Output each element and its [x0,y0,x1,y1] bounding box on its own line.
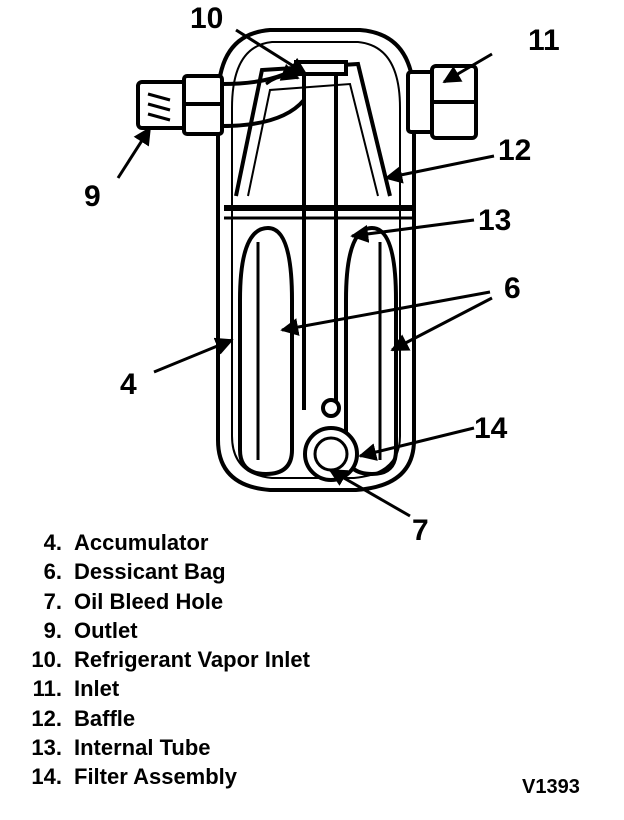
legend-item: 12.Baffle [31,705,136,731]
filter-assembly [303,398,359,482]
outlet-fitting [136,60,306,136]
callout-9: 9 [84,180,101,213]
callout-14: 14 [474,412,508,445]
callout-12: 12 [498,134,531,167]
figure-id: V1393 [522,776,580,798]
callout-7: 7 [412,514,429,547]
callout-10: 10 [190,2,223,35]
legend-item: 11.Inlet [32,676,120,702]
callout-6: 6 [504,272,521,305]
baffle [234,61,392,197]
legend-item: 6.Dessicant Bag [43,559,226,585]
legend-item: 14.Filter Assembly [31,764,238,790]
leader-lines [116,28,495,518]
accumulator-body [216,28,416,492]
legend-item: 7.Oil Bleed Hole [43,588,224,614]
callout-13: 13 [478,204,511,237]
legend-item: 9.Outlet [43,617,138,643]
callout-11: 11 [528,24,560,57]
internal-tube [265,60,348,410]
legend-item: 4.Accumulator [43,530,209,555]
callout-labels: 10 11 12 9 13 6 4 14 7 [84,2,560,547]
legend-item: 13.Internal Tube [31,735,211,761]
inlet-fitting [406,64,478,140]
legend-item: 10.Refrigerant Vapor Inlet [31,647,310,673]
callout-4: 4 [120,368,137,401]
legend: 4.Accumulator 6.Dessicant Bag 7.Oil Blee… [0,528,420,792]
